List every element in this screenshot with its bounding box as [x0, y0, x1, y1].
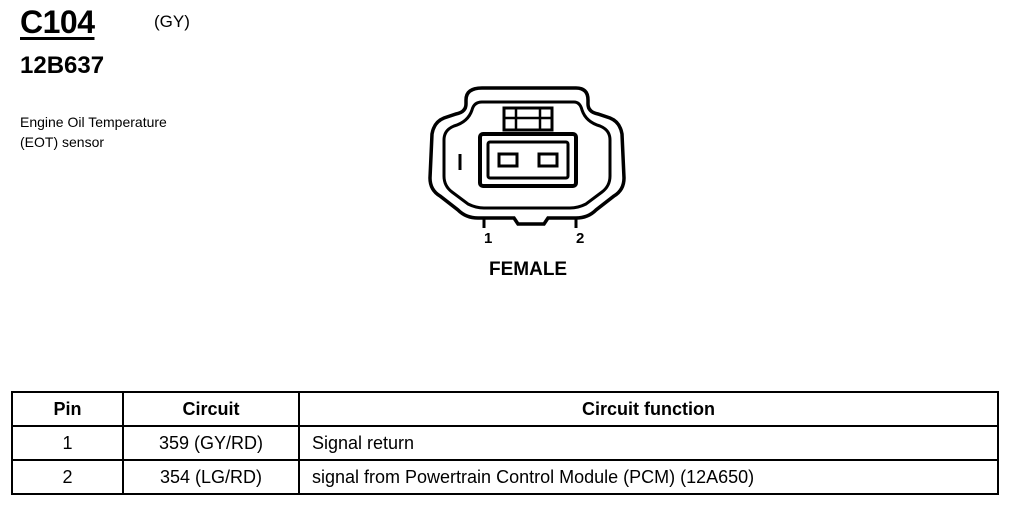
- connector-outer-housing: [428, 86, 626, 226]
- pin-2-label: 2: [576, 230, 585, 247]
- row-function: signal from Powertrain Control Module (P…: [298, 459, 999, 495]
- table-row: 1 359 (GY/RD) Signal return: [11, 425, 999, 461]
- pin-1-slot: [497, 152, 519, 168]
- pin-2-slot: [537, 152, 559, 168]
- header-circuit-function: Circuit function: [298, 391, 999, 427]
- row-function: Signal return: [298, 425, 999, 461]
- connector-color-code: (GY): [154, 12, 190, 31]
- connector-id: C104: [20, 4, 95, 40]
- row-pin: 2: [11, 459, 124, 495]
- pin-1-label: 1: [484, 230, 493, 247]
- connector-inner-housing: [442, 100, 612, 210]
- pin-table-header-row: Pin Circuit Circuit function: [11, 391, 999, 427]
- header-pin: Pin: [11, 391, 124, 427]
- pin-table: Pin Circuit Circuit function 1 359 (GY/R…: [11, 391, 999, 495]
- header-circuit: Circuit: [122, 391, 300, 427]
- connector-face-diagram: [428, 86, 626, 228]
- component-description: Engine Oil Temperature (EOT) sensor: [20, 112, 240, 152]
- component-line-2: (EOT) sensor: [20, 134, 105, 150]
- row-circuit: 354 (LG/RD): [122, 459, 300, 495]
- connector-gender: FEMALE: [489, 259, 568, 280]
- terminal-cavity-inner: [486, 140, 570, 180]
- component-line-1: Engine Oil Temperature: [20, 114, 167, 130]
- table-row: 2 354 (LG/RD) signal from Powertrain Con…: [11, 459, 999, 495]
- terminal-cavity-outer: [478, 132, 578, 188]
- row-pin: 1: [11, 425, 124, 461]
- part-number: 12B637: [20, 52, 105, 79]
- row-circuit: 359 (GY/RD): [122, 425, 300, 461]
